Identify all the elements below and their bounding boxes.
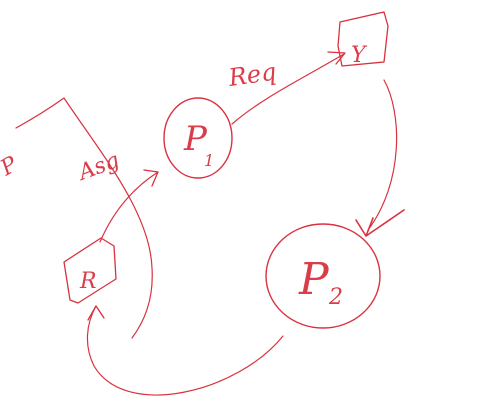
p2-circle — [265, 223, 381, 329]
y-box-label: Y — [351, 43, 368, 68]
p2-letter: P — [298, 254, 330, 305]
resource-box-y: Y — [337, 11, 389, 68]
p1-letter: P — [183, 119, 208, 159]
p1-subscript: 1 — [204, 151, 214, 170]
p2-subscript: 2 — [328, 285, 343, 310]
p2-to-r-head — [87, 305, 105, 321]
p1-circle — [163, 97, 233, 179]
r-box-label: R — [79, 269, 97, 294]
assignment-edge-y-p2 — [355, 79, 405, 237]
request-arrow-line — [231, 53, 345, 125]
y-box-outline — [337, 11, 389, 67]
process-node-p2: P 2 — [265, 223, 381, 329]
request-arrow-head — [327, 51, 346, 65]
process-node-p1: P 1 — [163, 97, 233, 179]
request-label: Req — [226, 58, 278, 92]
edge-p2-to-r — [86, 305, 284, 396]
assignment-edge-r-p1: Asg — [74, 148, 159, 243]
resource-box-r: R — [63, 237, 117, 304]
left-p-label: P — [0, 152, 23, 182]
assignment-label: Asg — [74, 148, 123, 186]
r-to-p1-line — [99, 171, 159, 243]
y-to-p2-line — [367, 79, 398, 231]
request-edge: Req — [226, 51, 346, 125]
r-box-outline — [63, 237, 117, 304]
y-to-p2-head — [355, 209, 405, 237]
p2-to-r-line — [86, 305, 284, 396]
r-to-p1-head — [143, 169, 159, 187]
left-hook-stroke — [15, 97, 153, 339]
